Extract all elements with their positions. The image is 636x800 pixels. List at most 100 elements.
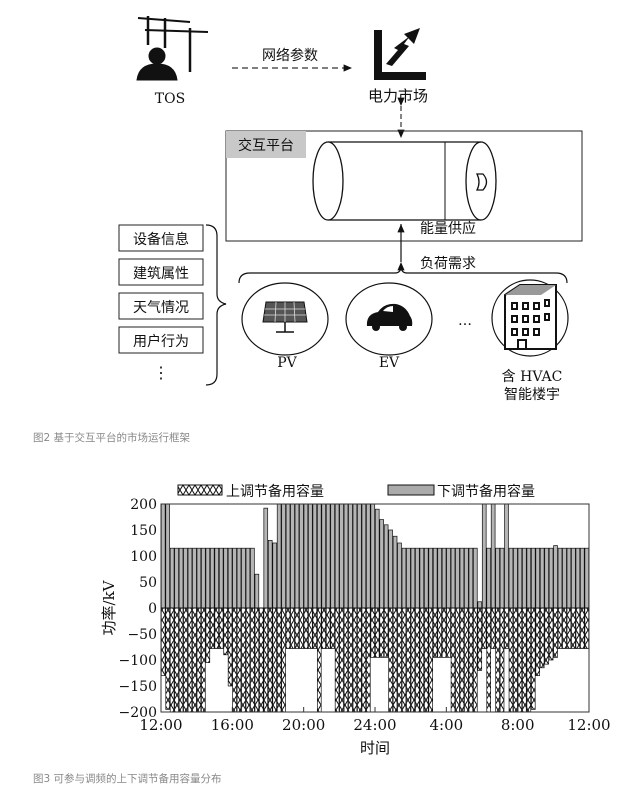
bar-down-reserve <box>548 547 554 609</box>
bar-up-reserve <box>316 607 322 713</box>
bar-up-reserve <box>303 607 309 649</box>
y-axis-label: 功率/kV <box>100 579 118 635</box>
bar-down-reserve <box>294 503 300 609</box>
y-tick-label: −150 <box>119 679 157 695</box>
info-item-box <box>118 326 204 354</box>
hvac-label-line1: 含 HVAC <box>502 369 563 385</box>
bar-down-reserve <box>406 547 411 609</box>
bar-down-reserve <box>361 503 367 609</box>
bar-up-reserve <box>481 607 487 649</box>
info-item-weather: 天气情况 <box>133 300 189 316</box>
platform-cylinder-icon <box>312 141 497 221</box>
bar-up-reserve <box>508 607 514 713</box>
building-circle <box>491 279 569 357</box>
bar-down-reserve <box>160 503 166 609</box>
bar-down-reserve <box>486 547 491 609</box>
devices-brace <box>238 265 568 284</box>
info-item-device: 设备信息 <box>133 231 189 248</box>
bar-down-reserve <box>437 547 442 609</box>
bar-down-reserve <box>392 535 398 609</box>
bar-up-reserve <box>245 607 251 713</box>
building-icon <box>504 284 557 350</box>
info-brace <box>205 224 227 386</box>
bar-down-reserve <box>535 547 541 609</box>
bar-up-reserve <box>259 607 264 713</box>
bar-down-reserve <box>419 547 425 609</box>
bar-up-reserve <box>486 607 491 713</box>
bar-down-reserve <box>383 524 389 609</box>
bar-down-reserve <box>374 508 380 609</box>
bar-down-reserve <box>566 547 572 609</box>
x-tick-label: 12:00 <box>139 716 182 734</box>
bar-up-reserve <box>490 607 496 649</box>
bar-up-reserve <box>205 607 211 663</box>
bar-up-reserve <box>450 607 456 713</box>
bar-down-reserve <box>464 547 469 609</box>
bar-down-reserve <box>201 547 206 609</box>
bar-down-reserve <box>281 503 286 609</box>
bar-down-reserve <box>553 545 558 609</box>
bar-up-reserve <box>397 607 402 713</box>
bar-up-reserve <box>272 607 277 713</box>
info-item-user: 用户行为 <box>133 333 189 350</box>
info-item-box <box>118 292 204 320</box>
bar-down-reserve <box>517 547 523 609</box>
bar-up-reserve <box>392 607 398 713</box>
bar-up-reserve <box>267 607 273 713</box>
info-list: 设备信息 建筑属性 天气情况 用户行为 ⋮ <box>118 224 204 382</box>
bar-down-reserve <box>232 547 237 609</box>
bar-up-reserve <box>312 607 318 649</box>
bar-down-reserve <box>165 503 170 609</box>
ev-ellipse <box>345 282 433 356</box>
bar-down-reserve <box>312 503 318 609</box>
bar-down-reserve <box>205 547 211 609</box>
x-axis-label: 时间 <box>360 739 390 757</box>
electric-car-icon <box>366 303 413 331</box>
bar-up-reserve <box>388 607 393 713</box>
bar-down-reserve <box>530 547 536 609</box>
bar-down-reserve <box>397 542 402 609</box>
bar-down-reserve <box>388 529 393 609</box>
power-market-icon <box>374 28 426 80</box>
bar-down-reserve <box>544 547 549 609</box>
figure2-diagram: TOS 网络参数 电力市场 交互平台 能量供应 负荷需求 设备信息 <box>118 16 583 403</box>
bar-down-reserve <box>423 547 429 609</box>
bar-up-reserve <box>428 607 434 713</box>
bar-up-reserve <box>250 607 255 713</box>
bar-up-reserve <box>544 607 549 665</box>
bar-down-reserve <box>539 547 545 609</box>
bar-down-reserve <box>250 547 255 609</box>
bar-down-reserve <box>290 503 295 609</box>
bar-down-reserve <box>428 547 434 609</box>
y-tick-label: 100 <box>130 549 157 565</box>
bar-up-reserve <box>379 607 384 658</box>
y-tick-label: 0 <box>148 601 157 617</box>
info-more: ⋮ <box>153 363 169 382</box>
bar-up-reserve <box>526 607 532 713</box>
bar-up-reserve <box>299 607 304 649</box>
bar-down-reserve <box>557 547 563 609</box>
bar-down-reserve <box>254 573 260 609</box>
bar-up-reserve <box>374 607 380 658</box>
bar-down-reserve <box>468 547 474 609</box>
bar-down-reserve <box>183 547 188 609</box>
bar-down-reserve <box>522 547 527 609</box>
bar-down-reserve <box>455 547 460 609</box>
bar-up-reserve <box>370 607 376 658</box>
bar-up-reserve <box>165 607 170 710</box>
bar-down-reserve <box>241 547 246 609</box>
y-tick-label: −200 <box>119 705 157 721</box>
info-item-building: 建筑属性 <box>133 266 189 282</box>
bar-up-reserve <box>437 607 442 658</box>
bar-up-reserve <box>321 607 327 649</box>
bar-down-reserve <box>223 547 228 609</box>
bar-down-reserve <box>263 507 269 609</box>
bar-up-reserve <box>339 607 344 713</box>
bar-down-reserve <box>584 547 590 609</box>
bar-up-reserve <box>557 607 563 649</box>
bar-up-reserve <box>584 607 590 649</box>
bar-up-reserve <box>423 607 429 713</box>
x-tick-label: 20:00 <box>282 716 325 734</box>
bar-up-reserve <box>241 607 246 713</box>
